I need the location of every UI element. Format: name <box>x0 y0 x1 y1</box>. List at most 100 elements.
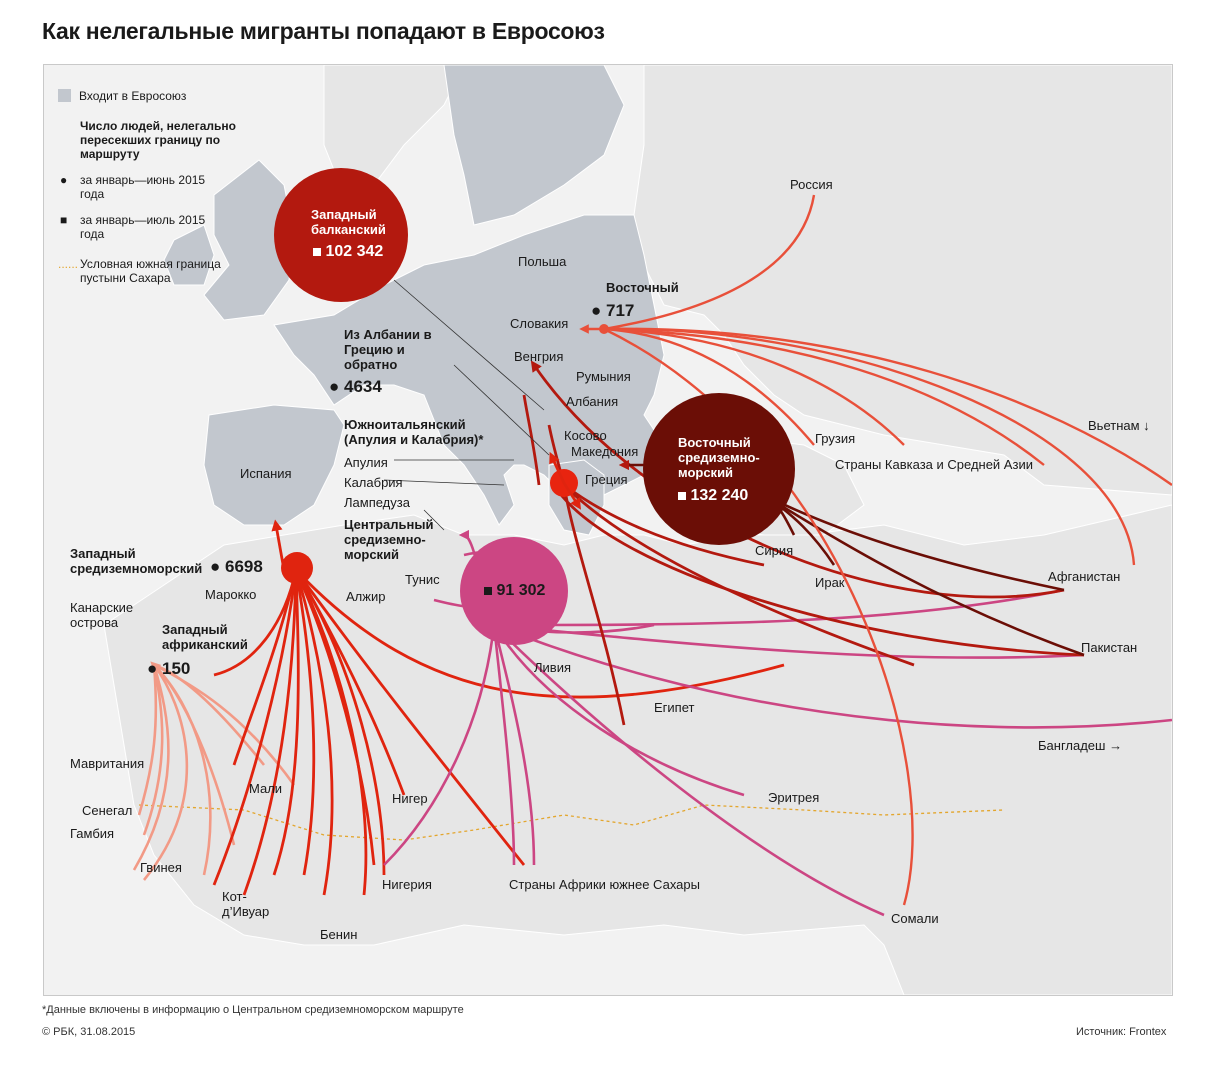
west-africa-route-name: Западный африканский <box>162 622 248 652</box>
route-wm-6 <box>272 569 300 876</box>
label-iraq: Ирак <box>815 575 845 590</box>
route-em-2 <box>763 493 1085 657</box>
west-balkan-value: 102 342 <box>325 243 384 260</box>
label-bangladesh: Бангладеш → <box>1038 738 1123 753</box>
albania-arrow-1 <box>549 451 566 484</box>
route-wm-2 <box>213 569 298 677</box>
connector-calabria <box>383 479 505 486</box>
east-med-name: Восточный средиземно-морский <box>678 435 760 480</box>
route-wm-5 <box>242 569 298 896</box>
route-wb-1 <box>530 360 1065 599</box>
route-wa-3 <box>132 664 170 871</box>
west-balkan-name: Западный балканский <box>311 207 386 237</box>
label-afghanistan: Афганистан <box>1048 569 1121 584</box>
legend-square-marker: ■ <box>60 213 68 227</box>
label-tunisia: Тунис <box>405 572 440 587</box>
west-balkan-routes <box>522 360 1085 726</box>
west-africa-routes <box>132 661 296 881</box>
albania-route-value: 4634 <box>344 377 382 396</box>
route-em-1 <box>763 493 1065 592</box>
route-wb-6 <box>522 394 541 486</box>
route-ea-7 <box>603 327 914 906</box>
legend-sahara-marker: ...... <box>58 257 79 271</box>
route-wm-8 <box>294 569 334 896</box>
legend-eu-swatch <box>58 89 71 102</box>
central-med-routes <box>383 529 1172 917</box>
route-wa-8 <box>150 661 236 846</box>
label-subsahara: Страны Африки южнее Сахары <box>509 877 700 892</box>
label-mali: Мали <box>249 781 283 796</box>
route-wb-4 <box>563 484 915 667</box>
square-marker <box>484 587 492 595</box>
route-ea-1 <box>603 194 816 331</box>
label-albania: Албания <box>566 394 619 409</box>
east-med-value-row: 132 240 <box>678 487 748 505</box>
label-mauritania: Мавритания <box>70 756 145 771</box>
route-cm-7 <box>493 623 1172 729</box>
route-cm-9 <box>493 588 1065 627</box>
label-niger: Нигер <box>392 791 428 806</box>
west-med-route-value-row: ● 6698 <box>210 557 263 576</box>
bubble-eastern <box>599 324 609 334</box>
footnote: *Данные включены в информацию о Централь… <box>42 1004 464 1016</box>
route-wb-3 <box>563 483 765 567</box>
route-wa-1 <box>137 664 158 816</box>
route-wa-4 <box>142 664 189 881</box>
legend-eu: Входит в Евросоюз <box>58 89 186 103</box>
label-russia: Россия <box>790 177 833 192</box>
label-ivory: Кот-д’Ивуар <box>222 889 270 919</box>
label-syria: Сирия <box>755 543 794 558</box>
bubble-east-med <box>643 393 795 545</box>
albania-arrows <box>549 451 582 510</box>
west-med-route-name: Западный средиземноморский <box>70 546 203 576</box>
label-morocco: Марокко <box>205 587 257 602</box>
legend-eu-label: Входит в Евросоюз <box>79 89 187 103</box>
legend-dot-label: за январь—июнь 2015 года <box>80 173 206 201</box>
route-ea-2 <box>603 327 1136 566</box>
label-slovakia: Словакия <box>510 316 569 331</box>
route-ea-6 <box>603 327 1045 466</box>
east-med-value: 132 240 <box>690 487 749 504</box>
connector-lines <box>383 279 550 531</box>
eu-iberia <box>203 404 345 526</box>
route-wm-9 <box>294 569 376 866</box>
west-africa-route-value: 150 <box>162 659 191 678</box>
map-area: Входит в Евросоюз Число людей, нелегальн… <box>43 64 1173 996</box>
label-gambia: Гамбия <box>70 826 115 841</box>
label-greece: Греция <box>585 472 628 487</box>
label-nigeria: Нигерия <box>382 877 432 892</box>
label-egypt: Египет <box>654 700 695 715</box>
route-wm-4 <box>212 569 298 886</box>
label-somalia: Сомали <box>891 911 939 926</box>
route-cm-6 <box>493 624 885 917</box>
west-med-route-value: 6698 <box>225 557 263 576</box>
west-med-routes <box>212 519 785 896</box>
west-africa-route-value-row: ● 150 <box>147 659 191 678</box>
legend-sahara-label: Условная южная граница пустыни Сахара <box>80 257 221 285</box>
label-georgia: Грузия <box>815 431 856 446</box>
connector-lampedusa <box>423 509 445 531</box>
west-balkan-value-row: 102 342 <box>313 243 383 261</box>
square-marker <box>313 248 321 256</box>
eu-britain <box>203 159 295 321</box>
albania-arrow-2 <box>562 482 582 510</box>
label-spain: Испания <box>240 466 292 481</box>
eastern-route-value: 717 <box>606 301 635 320</box>
eu-scandinavia <box>443 65 625 226</box>
legend-square-label: за январь—июль 2015 года <box>80 213 206 241</box>
route-wm-10 <box>294 569 368 896</box>
label-pakistan: Пакистан <box>1081 640 1138 655</box>
eastern-route-name: Восточный <box>606 280 679 295</box>
label-romania: Румыния <box>576 369 631 384</box>
label-guinea: Гвинея <box>140 860 182 875</box>
eu-ireland <box>163 224 215 286</box>
map-svg <box>103 65 1172 995</box>
label-lampedusa: Лампедуза <box>344 495 410 510</box>
central-med-value-row: 91 302 <box>484 582 545 600</box>
route-cm-5 <box>492 624 745 797</box>
route-wb-5 <box>562 484 626 726</box>
central-med-value: 91 302 <box>496 582 546 599</box>
label-senegal: Сенегал <box>82 803 133 818</box>
page-title: Как нелегальные мигранты попадают в Евро… <box>42 18 605 44</box>
central-med-route-name: Центральный средиземно-морский <box>344 517 434 562</box>
